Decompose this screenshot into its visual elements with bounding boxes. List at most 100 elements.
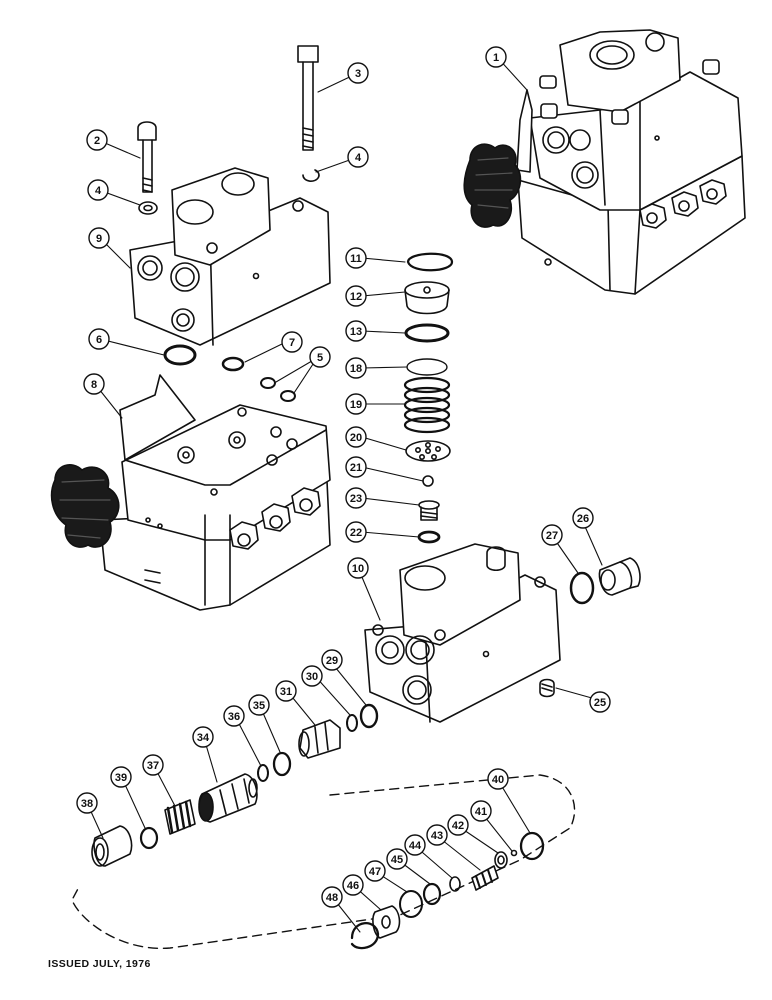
callout-34-label: 34: [197, 732, 210, 744]
callout-19: 19: [345, 393, 367, 415]
callout-2-label: 2: [94, 135, 100, 147]
callout-4a: 4: [87, 179, 109, 201]
assembled-valve-boot: [463, 143, 522, 228]
callout-35: 35: [248, 694, 270, 716]
callout-27: 27: [541, 524, 563, 546]
callout-5: 5: [309, 346, 331, 368]
plate-20: [405, 440, 451, 462]
callout-11: 11: [345, 247, 367, 269]
oring-6: [163, 344, 197, 366]
washer-44: [449, 876, 461, 892]
callout-7-label: 7: [289, 337, 295, 349]
detail-boundary-dashed: [71, 774, 576, 949]
oring-13: [404, 323, 450, 343]
plug-38: [91, 825, 133, 867]
valve-section-10: [364, 543, 561, 723]
callout-45: 45: [386, 848, 408, 870]
callout-10: 10: [347, 557, 369, 579]
ring-35: [272, 751, 292, 777]
callout-20: 20: [345, 426, 367, 448]
callout-36: 36: [223, 705, 245, 727]
ring-45: [422, 882, 442, 906]
callout-4b: 4: [347, 146, 369, 168]
spring-37: [164, 799, 196, 835]
callout-43-label: 43: [431, 830, 443, 842]
callout-46-label: 46: [347, 880, 359, 892]
oring-5a: [260, 377, 276, 389]
ring-29: [359, 703, 379, 729]
callout-47: 47: [364, 860, 386, 882]
callout-35-label: 35: [253, 700, 265, 712]
callout-5-label: 5: [317, 352, 323, 364]
callout-36-label: 36: [228, 711, 240, 723]
callout-6-label: 6: [96, 334, 102, 346]
callout-9: 9: [88, 227, 110, 249]
ring-47: [399, 890, 423, 918]
oring-27: [569, 571, 595, 605]
callout-41: 41: [470, 800, 492, 822]
issued-date: ISSUED JULY, 1976: [48, 958, 151, 970]
callout-45-label: 45: [391, 854, 403, 866]
callouts: 1 2 3 4 4 9 6 7 5 8 11 12 13 18 19 20 21…: [76, 46, 611, 908]
part-31: [298, 719, 341, 759]
plug-26: [598, 557, 641, 596]
callout-38: 38: [76, 792, 98, 814]
ring-36: [257, 764, 269, 782]
callout-29-label: 29: [326, 655, 338, 667]
ring-39: [139, 826, 159, 850]
callout-22: 22: [345, 521, 367, 543]
part-42: [494, 851, 508, 869]
callout-12-label: 12: [350, 291, 362, 303]
valve-section-8-boot: [50, 464, 120, 548]
plug-23: [418, 500, 440, 521]
callout-26: 26: [572, 507, 594, 529]
callout-4b-label: 4: [355, 152, 362, 164]
callout-20-label: 20: [350, 432, 362, 444]
callout-37: 37: [142, 754, 164, 776]
callout-2: 2: [86, 129, 108, 151]
ring-30: [346, 714, 358, 732]
ball-41: [510, 849, 518, 857]
callout-8: 8: [83, 373, 105, 395]
callout-30-label: 30: [306, 671, 318, 683]
bolt-2: [137, 121, 157, 193]
callout-23: 23: [345, 487, 367, 509]
callout-6: 6: [88, 328, 110, 350]
callout-25: 25: [589, 691, 611, 713]
callout-40: 40: [487, 768, 509, 790]
callout-25-label: 25: [594, 697, 606, 709]
spring-43: [471, 865, 499, 891]
valve-section-8: [99, 374, 331, 611]
plug-25: [539, 678, 555, 698]
callout-29: 29: [321, 649, 343, 671]
callout-42: 42: [447, 814, 469, 836]
callout-31: 31: [275, 680, 297, 702]
callout-12: 12: [345, 285, 367, 307]
disc-18: [406, 358, 448, 376]
washer-4b: [302, 169, 320, 182]
oring-7: [221, 356, 245, 372]
part-46: [372, 905, 401, 939]
callout-21-label: 21: [350, 462, 362, 474]
callout-48-label: 48: [326, 892, 338, 904]
callout-19-label: 19: [350, 399, 362, 411]
cap-12: [404, 281, 450, 315]
ball-21: [422, 475, 434, 487]
callout-27-label: 27: [546, 530, 558, 542]
callout-9-label: 9: [96, 233, 102, 245]
callout-42-label: 42: [452, 820, 464, 832]
callout-7: 7: [281, 331, 303, 353]
callout-21: 21: [345, 456, 367, 478]
callout-39: 39: [110, 766, 132, 788]
callout-13: 13: [345, 320, 367, 342]
callout-26-label: 26: [577, 513, 589, 525]
callout-18: 18: [345, 357, 367, 379]
callout-30: 30: [301, 665, 323, 687]
callout-1: 1: [485, 46, 507, 68]
callout-23-label: 23: [350, 493, 362, 505]
callout-40-label: 40: [492, 774, 504, 786]
spring-19: [403, 376, 451, 434]
callout-11-label: 11: [350, 253, 362, 265]
callout-39-label: 39: [115, 772, 127, 784]
